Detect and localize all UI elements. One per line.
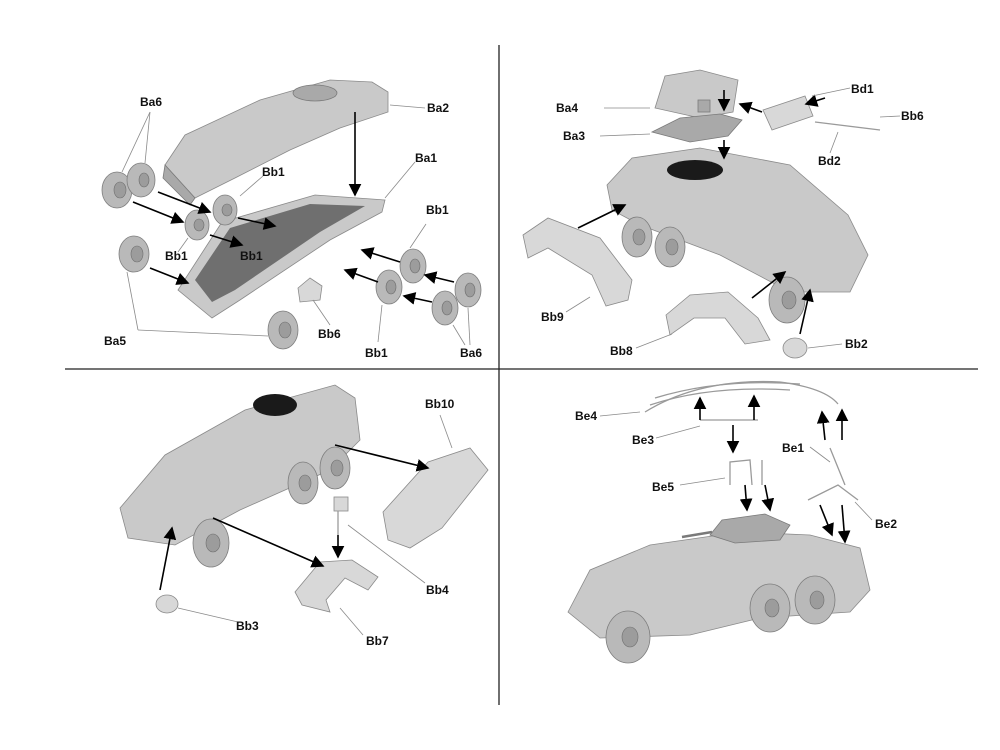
label-bd2: Bd2 [818, 154, 841, 168]
turret-ba4 [654, 69, 739, 119]
light-bb2 [782, 337, 808, 359]
wheel-set-right [375, 248, 482, 326]
turret-bottom-right [709, 513, 791, 544]
fender-bb8 [665, 291, 771, 345]
light-bb3 [155, 594, 179, 614]
turret-mount [697, 99, 711, 113]
upper-hull-part [164, 79, 389, 199]
label-be5: Be5 [652, 480, 674, 494]
panel-bottom-left: Bb10 Bb4 Bb3 Bb7 [119, 384, 489, 648]
fender-bb7 [294, 559, 379, 613]
panel-top-left: Ba6 Ba2 Bb1 Ba1 Bb1 Bb1 Bb1 Ba5 Bb6 Bb1 … [101, 79, 482, 360]
label-be2: Be2 [875, 517, 897, 531]
label-bb3: Bb3 [236, 619, 259, 633]
label-bb7: Bb7 [366, 634, 389, 648]
label-bb2: Bb2 [845, 337, 868, 351]
label-bd1: Bd1 [851, 82, 874, 96]
label-bb6-left: Bb6 [318, 327, 341, 341]
label-bb1-top: Bb1 [262, 165, 285, 179]
wheel-ba5 [118, 235, 299, 350]
label-ba2: Ba2 [427, 101, 449, 115]
vehicle-body-bottom-right [567, 531, 871, 639]
fender-bb10 [382, 447, 489, 549]
gun-barrel [681, 530, 713, 539]
wheel-set-bb1-middle [184, 194, 238, 241]
fender-bb9 [522, 217, 633, 307]
label-be4: Be4 [575, 409, 597, 423]
antenna-flag-bb4 [333, 496, 349, 512]
label-ba3: Ba3 [563, 129, 585, 143]
label-ba1: Ba1 [415, 151, 437, 165]
vehicle-body-bottom-left [119, 384, 361, 546]
vehicle-body-top-right [606, 147, 869, 293]
label-bb1-right: Bb1 [426, 203, 449, 217]
wheel-pair-ba6-left [101, 162, 156, 209]
label-bb9: Bb9 [541, 310, 564, 324]
turret-ring-ba3 [650, 113, 743, 143]
label-ba6-top: Ba6 [140, 95, 162, 109]
panel-bottom-right: Be4 Be3 Be1 Be5 Be2 [567, 380, 897, 664]
turret-opening-bl [253, 394, 297, 416]
label-ba4: Ba4 [556, 101, 578, 115]
turret-opening [667, 160, 723, 180]
label-bb10: Bb10 [425, 397, 455, 411]
panel-top-right: Ba4 Bd1 Bb6 Ba3 Bd2 Bb9 Bb8 Bb2 [522, 69, 924, 359]
upper-hull-hatch [292, 84, 338, 102]
label-bb6-right: Bb6 [901, 109, 924, 123]
label-bb1-bottom: Bb1 [365, 346, 388, 360]
label-ba6-bottom: Ba6 [460, 346, 482, 360]
lower-hull-interior [195, 204, 365, 302]
label-bb4: Bb4 [426, 583, 449, 597]
plate-bd1 [762, 95, 814, 131]
label-be1: Be1 [782, 441, 804, 455]
label-bb8: Bb8 [610, 344, 633, 358]
rod-bd2 [814, 121, 881, 131]
frame-antenna-be4 [644, 380, 839, 413]
support-be1-be2 [807, 447, 859, 501]
label-bb1-center: Bb1 [240, 249, 263, 263]
label-be3: Be3 [632, 433, 654, 447]
label-bb1-left: Bb1 [165, 249, 188, 263]
bracket-be5 [729, 459, 763, 486]
small-part-bb6 [297, 277, 323, 303]
label-ba5: Ba5 [104, 334, 126, 348]
